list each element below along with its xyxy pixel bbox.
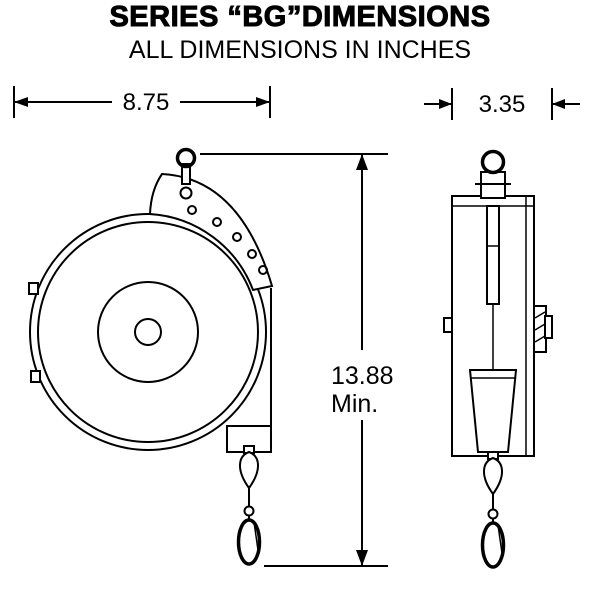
height-value-label: 13.88	[331, 362, 394, 390]
plate-pin-hole	[179, 186, 193, 200]
snap-hook-gate	[253, 521, 259, 551]
height-dimension: 13.88 Min.	[200, 153, 394, 567]
ratchet-knob	[544, 315, 553, 339]
hook-swivel-eye	[243, 505, 255, 517]
ratchet-hatch	[534, 335, 546, 343]
snap-hook	[480, 521, 506, 569]
snap-hook-gate	[497, 524, 503, 554]
hanging-eye-ring	[175, 147, 197, 169]
arrowhead-inward-right	[552, 99, 565, 109]
plate-hole	[232, 232, 242, 242]
reel-inner-circle	[37, 221, 259, 443]
plate-hole	[187, 205, 197, 215]
side-stop-block	[443, 317, 453, 333]
rim-tab-lower	[30, 370, 41, 383]
reel-center-hole	[134, 318, 162, 346]
hook-swivel-eye	[487, 508, 499, 520]
side-view-balancer	[443, 149, 553, 569]
cable-ferrule	[483, 456, 503, 496]
shackle-ring	[480, 149, 506, 175]
front-width-dimension: 8.75	[13, 86, 271, 118]
spring-rod	[486, 205, 500, 305]
arrowhead-down	[356, 550, 368, 566]
reel-outer-circle	[29, 213, 267, 451]
arrowhead-right	[256, 97, 270, 107]
ratchet-hatch	[534, 323, 546, 331]
hanging-eye-stem	[181, 163, 191, 185]
mounting-plate	[148, 172, 274, 292]
arrowhead-inward-left	[439, 99, 452, 109]
plate-hole	[212, 217, 222, 227]
front-view-balancer	[28, 147, 274, 566]
front-width-label: 8.75	[123, 89, 170, 116]
cable-cone	[468, 369, 518, 453]
page-title: SERIES “BG”DIMENSIONS	[109, 1, 490, 33]
plate-hole	[247, 249, 257, 259]
height-qualifier-label: Min.	[331, 390, 378, 418]
side-width-label: 3.35	[479, 91, 526, 118]
arrowhead-up	[356, 154, 368, 170]
side-width-dimension: 3.35	[424, 88, 580, 120]
reel-hub-circle	[97, 281, 199, 383]
rim-tab-upper	[28, 282, 39, 295]
ratchet-hatch	[534, 311, 546, 319]
page-subtitle: ALL DIMENSIONS IN INCHES	[129, 36, 471, 64]
snap-hook	[236, 518, 262, 566]
arrowhead-left	[14, 97, 28, 107]
cable-ferrule	[239, 450, 259, 490]
plate-hole	[258, 265, 268, 275]
